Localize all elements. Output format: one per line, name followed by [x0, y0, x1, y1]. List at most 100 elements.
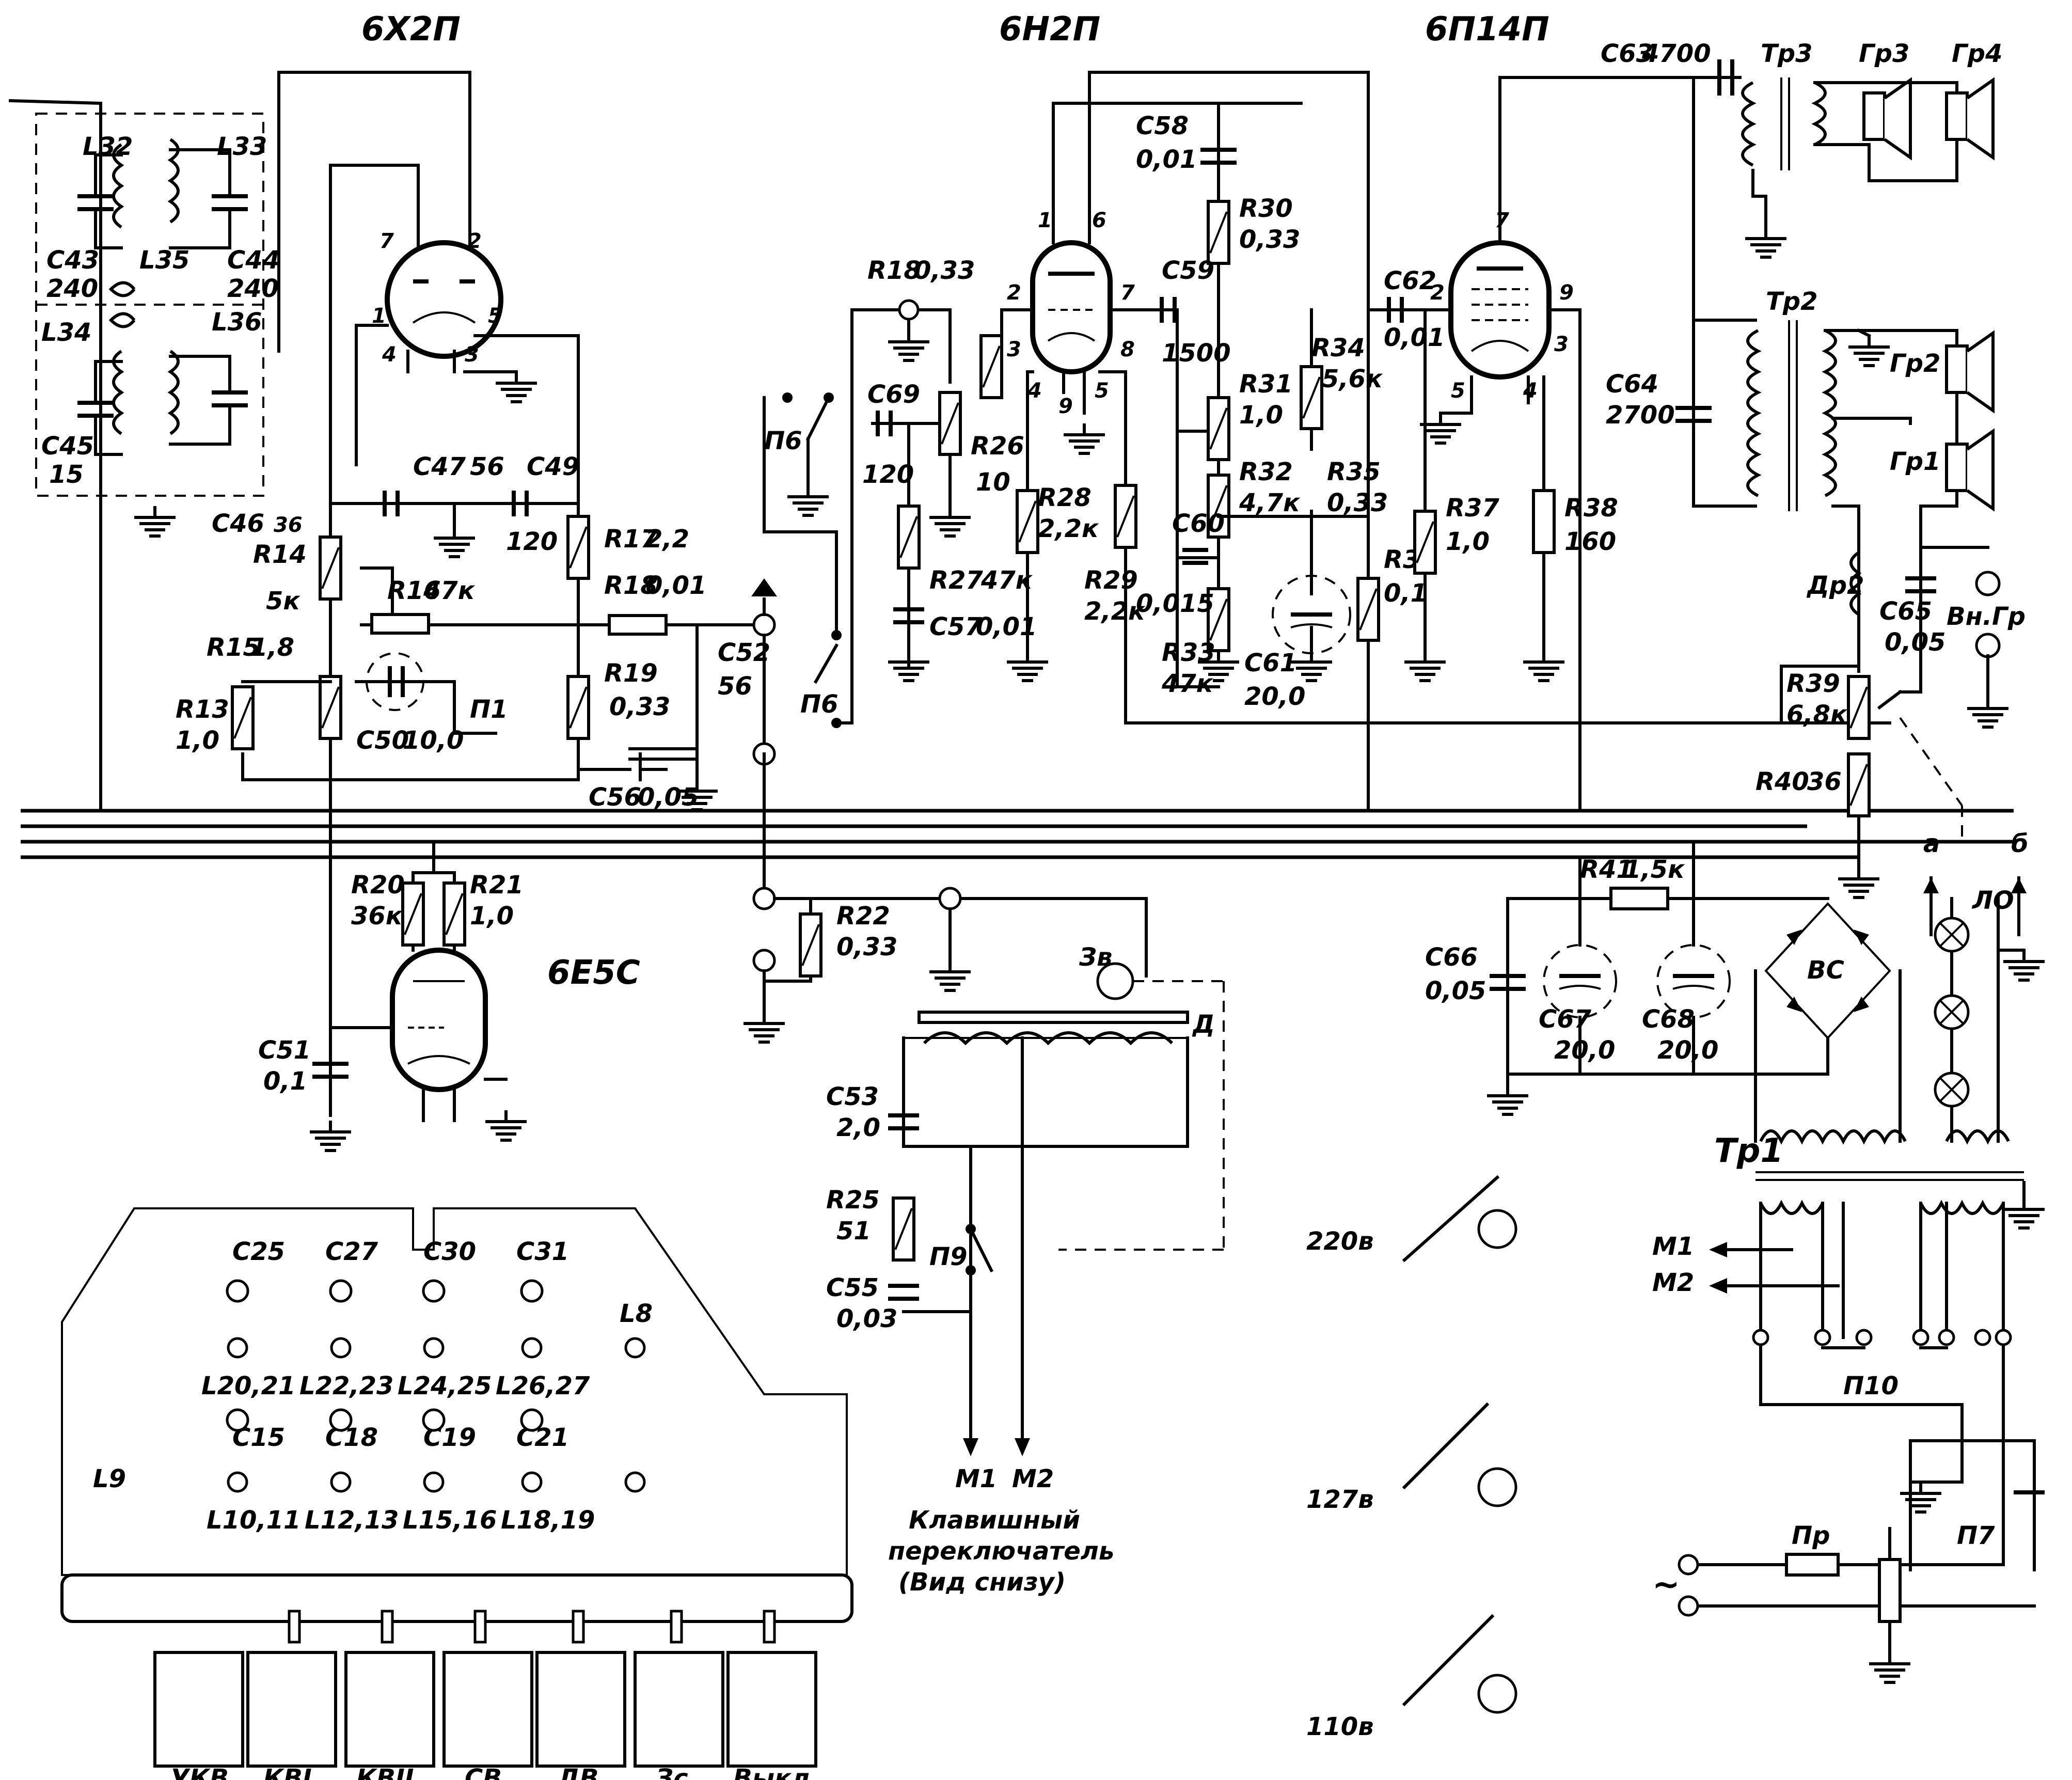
detector-load — [232, 164, 766, 843]
label-r38-value: 160 — [1564, 527, 1616, 556]
label-r15-value: 1,8 — [250, 633, 294, 662]
label-c59-value: 1500 — [1162, 339, 1231, 368]
label-r14: R14 — [253, 540, 307, 569]
pin-2: 2 — [467, 229, 482, 253]
label-c44: C44 — [227, 246, 280, 275]
label-c65-value: 0,05 — [1885, 628, 1946, 657]
label-tr3: Тр3 — [1761, 39, 1813, 68]
label-c53-value: 2,0 — [836, 1113, 880, 1142]
label-zv: Зв — [1079, 943, 1112, 972]
label-r27-value: 47к — [980, 566, 1033, 595]
label-r13: R13 — [176, 695, 229, 724]
pin-6: 6 — [1092, 209, 1106, 232]
label-r40-value: 36 — [1807, 767, 1842, 796]
key-ukv[interactable]: УКВ — [170, 1764, 229, 1780]
key-vykl[interactable]: Выкл — [733, 1764, 810, 1780]
label-b: б — [2011, 829, 2029, 858]
label-c57: C57 — [929, 612, 983, 641]
label-vn-gr: Вн.Гр — [1947, 602, 2026, 631]
label-c66: C66 — [1425, 943, 1478, 972]
label-r22: R22 — [836, 902, 890, 931]
label-r21-value: 1,0 — [470, 902, 514, 931]
label-c49-value: 120 — [506, 527, 558, 556]
label-l32: L32 — [83, 132, 133, 161]
key-sv[interactable]: СВ — [465, 1764, 502, 1780]
if-transformer-block — [8, 99, 264, 812]
label-r16-value: 47к — [423, 576, 476, 605]
label-gr3: Гр3 — [1859, 39, 1909, 68]
label-mains-tilde: ~ — [1652, 1566, 1680, 1604]
pin-1: 1 — [372, 304, 386, 328]
label-c51-value: 0,1 — [263, 1067, 307, 1096]
pin-1: 1 — [1038, 209, 1052, 232]
label-c58-value: 0,01 — [1136, 145, 1197, 174]
label-r28-value: 2,2к — [1038, 514, 1099, 543]
label-l34: L34 — [41, 318, 91, 347]
label-c62-value: 0,01 — [1384, 323, 1445, 352]
label-r18a-value: 0,01 — [645, 571, 706, 600]
tube-6p14p — [1404, 76, 1705, 812]
label-l12-13: L12,13 — [305, 1506, 399, 1535]
label-110v: 110в — [1306, 1712, 1374, 1741]
label-c47: C47 — [413, 452, 466, 481]
label-r28: R28 — [1038, 483, 1092, 512]
label-r40: R40 — [1755, 767, 1809, 796]
label-l15-16: L15,16 — [403, 1506, 497, 1535]
label-l22-23: L22,23 — [299, 1372, 393, 1400]
label-l24-25: L24,25 — [398, 1372, 492, 1400]
label-r37: R37 — [1446, 494, 1499, 523]
label-r41: R41 — [1580, 855, 1634, 884]
power-bus — [21, 809, 2014, 859]
label-c50: C50 — [356, 726, 409, 755]
label-r34-value: 5,6к — [1322, 365, 1383, 393]
key-kv1[interactable]: КВI — [263, 1764, 312, 1780]
label-c67-value: 20,0 — [1554, 1036, 1615, 1065]
label-m1-power: М1 — [1652, 1232, 1694, 1261]
label-r20-value: 36к — [351, 902, 403, 931]
label-r18b: R18 — [867, 256, 921, 285]
key-zs[interactable]: Зс — [655, 1764, 688, 1780]
label-c44-value: 240 — [227, 274, 279, 303]
label-l18-19: L18,19 — [501, 1506, 595, 1535]
label-r20: R20 — [351, 871, 405, 900]
pin-8: 8 — [1120, 338, 1135, 361]
key-kv2[interactable]: КВII — [356, 1764, 414, 1780]
caption-keyswitch-3: (Вид снизу) — [898, 1568, 1066, 1597]
label-r38: R38 — [1564, 494, 1618, 523]
label-gr2: Гр2 — [1890, 349, 1940, 378]
pin-9: 9 — [1058, 395, 1073, 418]
label-c53: C53 — [826, 1082, 879, 1111]
pin-4: 4 — [382, 343, 397, 367]
label-c65: C65 — [1879, 597, 1932, 626]
label-c58: C58 — [1136, 112, 1189, 140]
label-l20-21: L20,21 — [201, 1372, 295, 1400]
key-dv[interactable]: ДВ — [557, 1764, 598, 1780]
ground-symbol — [496, 372, 537, 402]
label-r33-value: 47к — [1161, 669, 1214, 698]
label-r34: R34 — [1311, 334, 1365, 363]
label-r39-value: 6,8к — [1786, 700, 1848, 729]
label-r18a: R18 — [604, 571, 658, 600]
label-p10: П10 — [1843, 1372, 1899, 1400]
label-c59: C59 — [1162, 256, 1214, 285]
tube-title-6e5s: 6Е5С — [547, 954, 640, 992]
label-c31: C31 — [516, 1237, 569, 1266]
label-p6-top: П6 — [764, 427, 802, 455]
label-r16: R16 — [387, 576, 441, 605]
label-c61-value: 20,0 — [1244, 682, 1305, 711]
pin-3: 3 — [1554, 333, 1569, 356]
label-r21: R21 — [470, 871, 524, 900]
label-r37-value: 1,0 — [1446, 527, 1490, 556]
label-p7: П7 — [1957, 1521, 1995, 1550]
label-r26: R26 — [971, 432, 1024, 461]
tube-6e5s — [310, 840, 527, 1151]
label-c25: C25 — [232, 1237, 285, 1266]
label-l36: L36 — [212, 308, 262, 337]
label-c61: C61 — [1244, 649, 1297, 678]
pin-3: 3 — [465, 343, 479, 367]
tube-6n2p — [981, 71, 1891, 812]
label-gr1: Гр1 — [1890, 447, 1940, 476]
label-c52-value: 56 — [718, 672, 752, 701]
power-supply — [1487, 840, 2045, 1682]
label-r30-value: 0,33 — [1239, 225, 1300, 254]
